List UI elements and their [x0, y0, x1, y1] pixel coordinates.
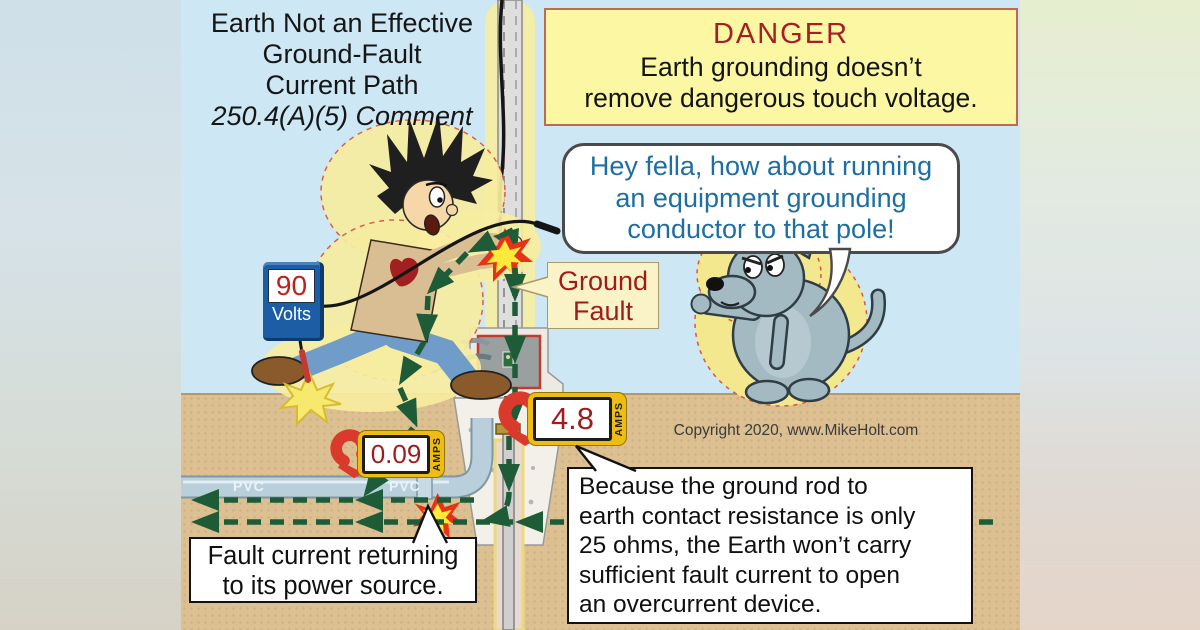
caption-line: sufficient fault current to open	[579, 561, 900, 589]
man-boot	[251, 356, 307, 386]
dog-speech-bubble: Hey fella, how about running an equipmen…	[562, 143, 960, 254]
earth-current-clamp-meter: 0.09 AMPS	[327, 424, 447, 482]
copyright-notice: Copyright 2020, www.MikeHolt.com	[673, 422, 919, 439]
cartoon-artwork	[181, 0, 993, 630]
clamp-meter-unit: AMPS	[431, 436, 443, 472]
title-line: Earth Not an Effective	[210, 8, 474, 38]
danger-heading: DANGER	[712, 18, 850, 50]
caption-line: earth contact resistance is only	[579, 502, 916, 530]
touch-voltage-meter: 90 Volts	[263, 262, 324, 341]
right-blur-edge	[1020, 0, 1200, 630]
danger-warning-box: DANGER Earth grounding doesn’t remove da…	[544, 8, 1018, 126]
caption-line: to its power source.	[222, 572, 444, 600]
dog-paw	[690, 293, 712, 315]
voltmeter-probe	[533, 220, 561, 235]
rod-current-clamp-meter: 4.8 AMPS	[495, 386, 627, 452]
ground-fault-line: Fault	[572, 296, 634, 326]
caption-line: Because the ground rod to	[579, 473, 868, 500]
title-line: Current Path	[265, 70, 419, 100]
clamp-meter-reading: 4.8	[533, 397, 612, 441]
earth-resistance-caption: Because the ground rod to earth contact …	[567, 467, 973, 624]
caption-line: Fault current returning	[207, 542, 459, 570]
fault-current-arrows	[191, 227, 993, 533]
clamp-meter-reading: 0.09	[362, 434, 430, 474]
speech-line: Hey fella, how about running	[589, 151, 933, 181]
fault-return-caption: Fault current returning to its power sou…	[189, 537, 477, 603]
left-blur-edge	[0, 0, 181, 630]
man-mouth	[424, 214, 440, 236]
speech-line: an equipment grounding	[615, 182, 907, 213]
ground-terminal	[502, 351, 514, 368]
ground-fault-line: Ground	[557, 266, 649, 296]
voltmeter-unit: Volts	[271, 304, 312, 324]
clamp-meter-unit: AMPS	[613, 401, 625, 437]
dog-nose	[706, 277, 724, 291]
man-boot	[450, 370, 512, 400]
speech-line: conductor to that pole!	[627, 214, 895, 244]
dog-foot	[744, 379, 790, 405]
pvc-conduit-label: PVC	[233, 478, 265, 494]
diagram-title: Earth Not an Effective Ground-Fault Curr…	[183, 8, 501, 132]
voltmeter-reading: 90	[268, 269, 315, 303]
man-back-leg	[287, 320, 398, 380]
danger-text-line: remove dangerous touch voltage.	[584, 83, 978, 113]
pvc-conduit-label: PVC	[389, 478, 421, 494]
caption-line: 25 ohms, the Earth won’t carry	[579, 532, 912, 559]
title-line: Ground-Fault	[262, 39, 422, 69]
title-code-reference: 250.4(A)(5) Comment	[211, 101, 473, 131]
caption-line: an overcurrent device.	[579, 591, 822, 618]
ground-contact-burst	[278, 369, 342, 427]
man-hair	[369, 114, 493, 214]
dog-foot	[787, 377, 831, 403]
ground-fault-label: Ground Fault	[547, 262, 659, 329]
voltmeter-probe	[299, 349, 311, 383]
danger-text-line: Earth grounding doesn’t	[640, 52, 922, 82]
man-front-leg	[383, 323, 480, 393]
cartoon-scene: Earth Not an Effective Ground-Fault Curr…	[181, 0, 1020, 630]
